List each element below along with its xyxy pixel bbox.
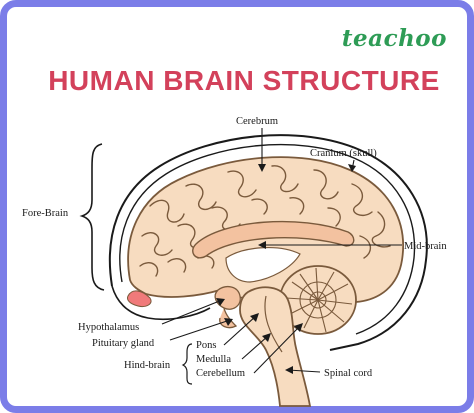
pituitary-shape [219,307,238,329]
brand-logo: teachoo [341,25,447,52]
hind-brain-brace [181,343,193,385]
fore-brain-brace [79,143,105,291]
hypothalamus-shape [214,285,241,310]
label-cerebellum: Cerebellum [196,368,245,379]
label-cerebrum: Cerebrum [236,116,278,127]
label-medulla: Medulla [196,354,231,365]
label-hypothalamus: Hypothalamus [78,322,139,333]
label-cranium: Cranium (skull) [310,148,377,159]
sinus-spot [127,290,152,307]
label-fore-brain: Fore-Brain [22,208,69,219]
page-title: HUMAN BRAIN STRUCTURE [48,65,440,96]
label-mid-brain: Mid-brain [404,241,447,252]
label-pons: Pons [196,340,216,351]
label-pituitary: Pituitary gland [92,338,155,349]
label-spinal-cord: Spinal cord [324,368,373,379]
label-hind-brain: Hind-brain [124,360,171,371]
corpus-callosum [192,220,355,259]
cranium-outline [108,134,428,351]
